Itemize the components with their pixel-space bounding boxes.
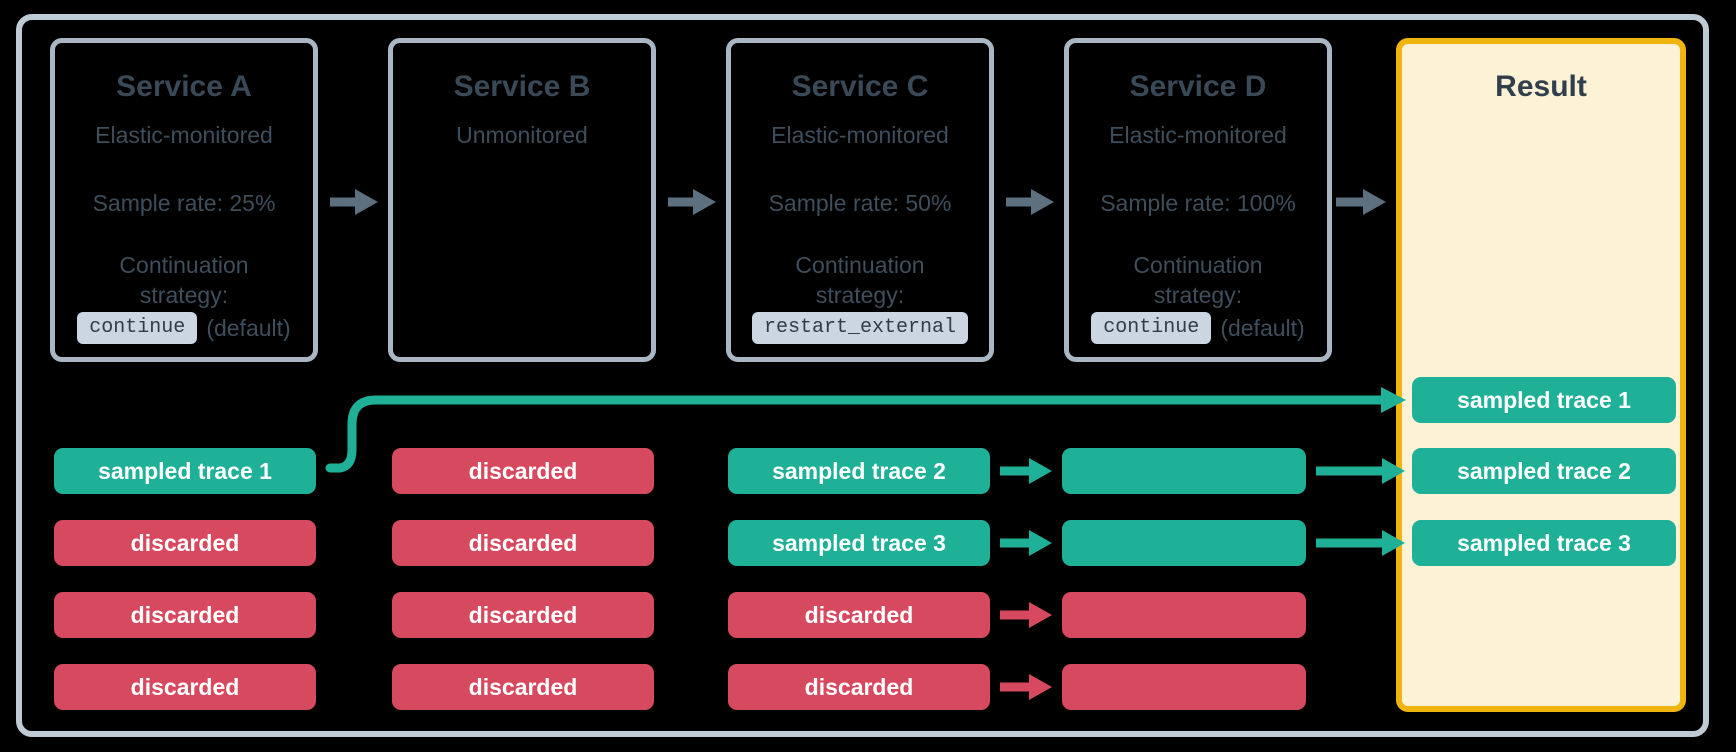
trace-d-sampled-blank-1	[1062, 448, 1306, 494]
service-a-strategy-row: continue (default)	[55, 312, 313, 344]
service-box-b: Service B Unmonitored	[388, 38, 656, 362]
service-c-sample-rate-label: Sample rate: 50%	[768, 190, 952, 216]
result-title: Result	[1495, 70, 1587, 103]
service-box-d: Service D Elastic-monitored Sample rate:…	[1064, 38, 1332, 362]
trace-b-discarded-1: discarded	[392, 448, 654, 494]
service-b-monitoring-label: Unmonitored	[456, 122, 588, 148]
service-box-a: Service A Elastic-monitored Sample rate:…	[50, 38, 318, 362]
service-a-strategy-code-chip: continue	[77, 312, 198, 344]
result-sampled-trace-2: sampled trace 2	[1412, 448, 1676, 494]
trace-a-discarded-1: discarded	[54, 520, 316, 566]
service-a-continuation-label: Continuation strategy:	[119, 252, 249, 308]
service-c-strategy-row: restart_external	[731, 312, 989, 344]
result-box: Result	[1396, 38, 1686, 712]
service-d-strategy-row: continue (default)	[1069, 312, 1327, 344]
service-d-continuation-label: Continuation strategy:	[1133, 252, 1263, 308]
service-a-title: Service A	[116, 70, 252, 103]
trace-a-discarded-3: discarded	[54, 664, 316, 710]
trace-c-sampled-trace-2: sampled trace 2	[728, 448, 990, 494]
trace-d-discarded-blank-1	[1062, 592, 1306, 638]
service-c-monitoring-label: Elastic-monitored	[771, 122, 949, 148]
service-a-sample-rate-label: Sample rate: 25%	[92, 190, 276, 216]
result-sampled-trace-3: sampled trace 3	[1412, 520, 1676, 566]
service-a-strategy-default-note: (default)	[206, 314, 291, 341]
service-d-title: Service D	[1129, 70, 1267, 103]
trace-d-discarded-blank-2	[1062, 664, 1306, 710]
trace-c-discarded-1: discarded	[728, 592, 990, 638]
trace-b-discarded-2: discarded	[392, 520, 654, 566]
trace-c-sampled-trace-3: sampled trace 3	[728, 520, 990, 566]
service-c-title: Service C	[791, 70, 929, 103]
service-box-c: Service C Elastic-monitored Sample rate:…	[726, 38, 994, 362]
service-c-continuation-label: Continuation strategy:	[795, 252, 925, 308]
result-sampled-trace-1: sampled trace 1	[1412, 377, 1676, 423]
service-b-title: Service B	[453, 70, 591, 103]
trace-b-discarded-4: discarded	[392, 664, 654, 710]
trace-b-discarded-3: discarded	[392, 592, 654, 638]
trace-c-discarded-2: discarded	[728, 664, 990, 710]
trace-a-sampled-trace-1: sampled trace 1	[54, 448, 316, 494]
service-c-strategy-code-chip: restart_external	[751, 312, 969, 344]
service-d-sample-rate-label: Sample rate: 100%	[1100, 190, 1296, 216]
service-d-strategy-default-note: (default)	[1220, 314, 1305, 341]
outer-frame	[16, 14, 1709, 737]
service-d-strategy-code-chip: continue	[1091, 312, 1212, 344]
service-d-monitoring-label: Elastic-monitored	[1109, 122, 1287, 148]
trace-a-discarded-2: discarded	[54, 592, 316, 638]
service-a-monitoring-label: Elastic-monitored	[95, 122, 273, 148]
trace-d-sampled-blank-2	[1062, 520, 1306, 566]
